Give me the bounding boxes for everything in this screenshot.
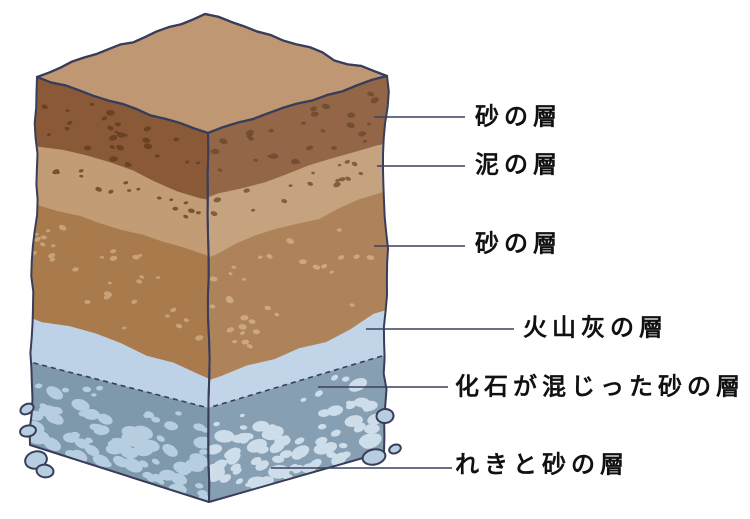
leader-lines [271,116,514,469]
pebble [19,402,35,416]
block-left-face [29,77,210,502]
loose-pebbles [19,402,402,479]
pebble [375,407,395,425]
pebble [19,424,37,438]
pebble [388,443,402,455]
pebble [35,463,55,479]
block-outlines [28,12,390,503]
pebble [361,448,387,466]
